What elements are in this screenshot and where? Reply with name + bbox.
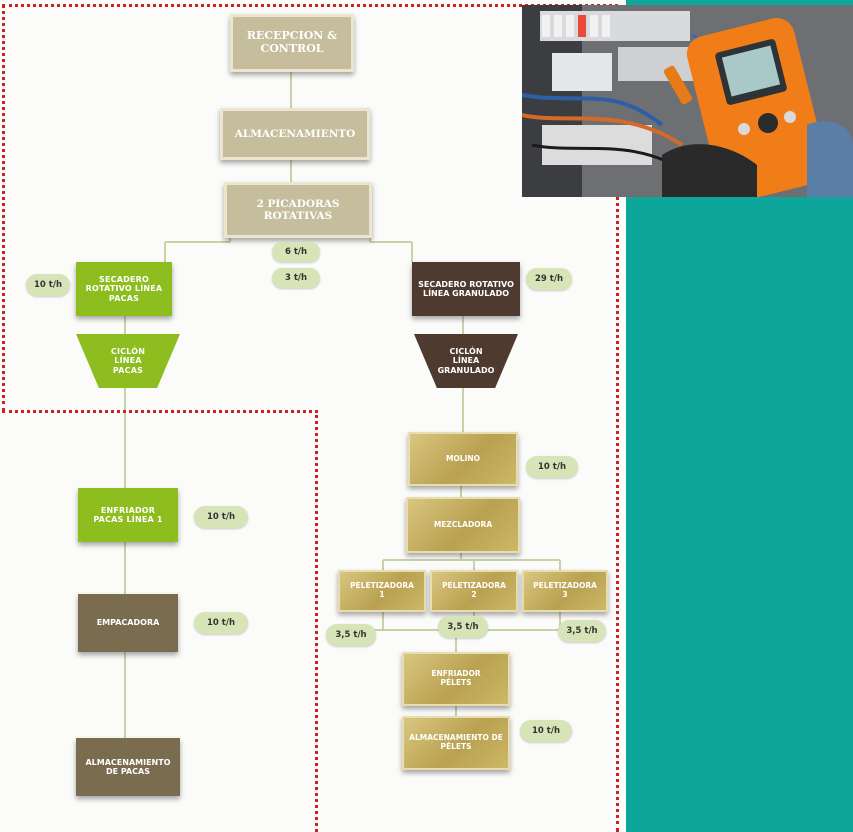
- node-picadoras: 2 PICADORAS ROTATIVAS: [224, 182, 372, 238]
- rate-empacadora: 10 t/h: [194, 612, 248, 634]
- node-almacenamiento-pacas: ALMACENAMIENTO DE PACAS: [76, 738, 180, 796]
- node-almacenamiento: ALMACENAMIENTO: [220, 108, 370, 160]
- rate-secadero-granulado: 29 t/h: [526, 268, 572, 290]
- node-peletizadora-3: PELETIZADORA 3: [522, 570, 608, 612]
- dotted-border-right: [616, 190, 619, 832]
- rate-picadoras-b: 3 t/h: [272, 268, 320, 288]
- electrician-measuring-panel-image: [522, 5, 853, 197]
- node-molino: MOLINO: [408, 432, 518, 486]
- node-empacadora: EMPACADORA: [78, 594, 178, 652]
- rate-peletizadora-2: 3,5 t/h: [438, 616, 488, 638]
- node-secadero-granulado: SECADERO ROTATIVO LÍNEA GRANULADO: [412, 262, 520, 316]
- rate-peletizadora-1: 3,5 t/h: [326, 624, 376, 646]
- node-enfriador-pacas: ENFRIADOR PACAS LÍNEA 1: [78, 488, 178, 542]
- flowchart-sheet: RECEPCION & CONTROL ALMACENAMIENTO 2 PIC…: [0, 0, 626, 832]
- rate-molino: 10 t/h: [526, 456, 578, 478]
- rate-peletizadora-3: 3,5 t/h: [558, 620, 606, 642]
- dotted-border-left: [2, 4, 5, 412]
- node-mezcladora: MEZCLADORA: [406, 497, 520, 553]
- dotted-border-mid: [2, 410, 318, 413]
- node-recepcion: RECEPCION & CONTROL: [230, 14, 354, 72]
- dotted-border-divider: [315, 410, 318, 832]
- electrician-photo: [522, 5, 853, 197]
- node-peletizadora-2: PELETIZADORA 2: [430, 570, 518, 612]
- dotted-border-top: [2, 4, 618, 7]
- node-almacenamiento-pelets: ALMACENAMIENTO DE PÉLETS: [402, 716, 510, 770]
- rate-picadoras-a: 6 t/h: [272, 242, 320, 262]
- rate-almacenamiento-pelets: 10 t/h: [520, 720, 572, 742]
- rate-secadero-pacas: 10 t/h: [26, 274, 70, 296]
- rate-enfriador-pacas: 10 t/h: [194, 506, 248, 528]
- node-peletizadora-1: PELETIZADORA 1: [338, 570, 426, 612]
- node-enfriador-pelets: ENFRIADOR PÉLETS: [402, 652, 510, 706]
- node-secadero-pacas: SECADERO ROTATIVO LÍNEA PACAS: [76, 262, 172, 316]
